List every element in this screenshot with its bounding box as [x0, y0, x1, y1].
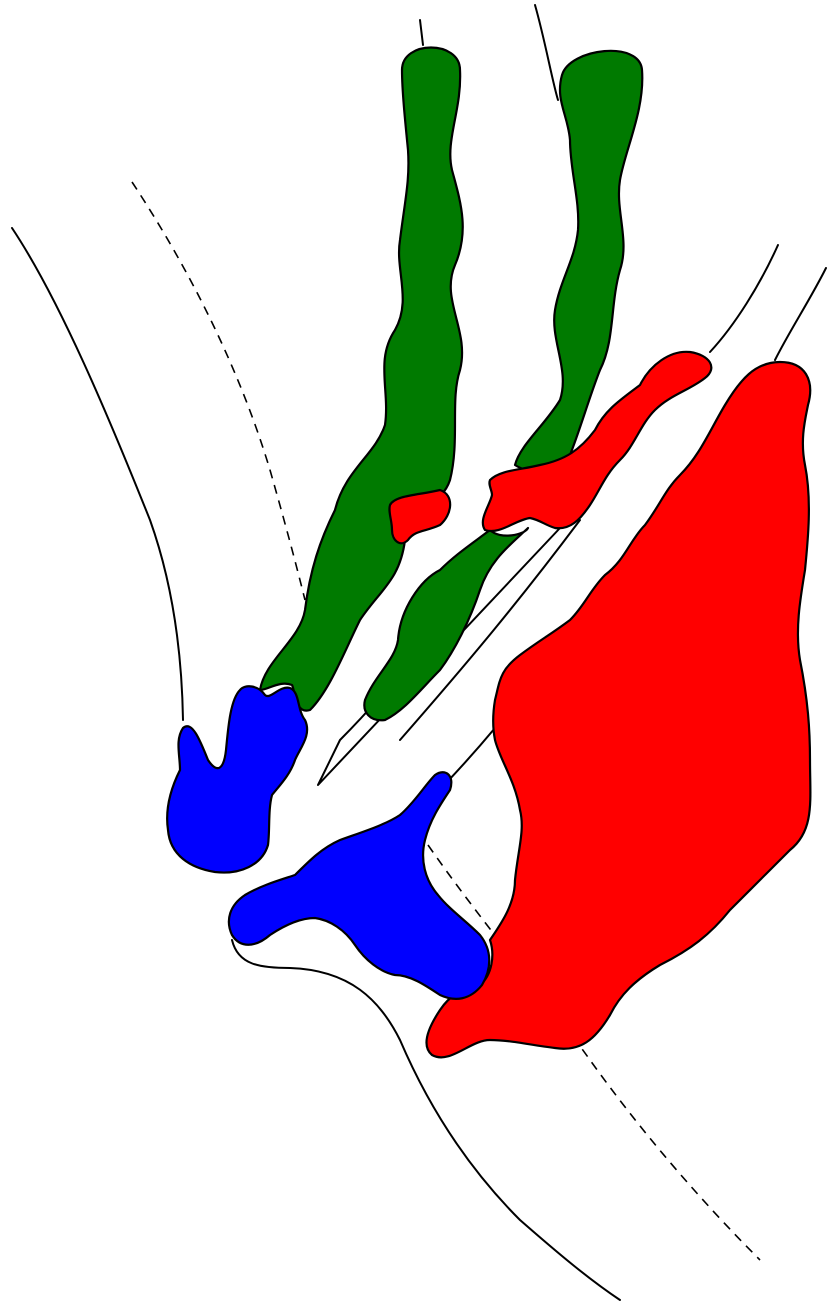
right-diagonal-line-upper — [710, 245, 778, 352]
upper-left-green-guide-line — [420, 20, 423, 45]
upper-right-guide-line — [535, 5, 558, 100]
blue-region-upper — [167, 686, 307, 872]
left-outer-boundary-line — [12, 228, 183, 720]
red-region-small-left — [389, 490, 450, 543]
right-diagonal-line-edge — [775, 268, 826, 360]
inner-dashed-boundary-line — [132, 182, 305, 600]
